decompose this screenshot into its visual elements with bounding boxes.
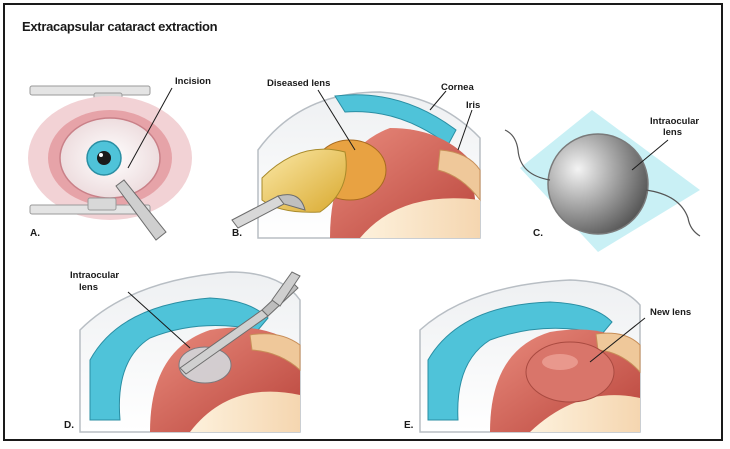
cornea-shape — [334, 94, 457, 146]
scalpel-icon — [115, 179, 167, 241]
panel-letter-d: D. — [64, 420, 74, 431]
label-new-lens: New lens — [650, 307, 691, 318]
label-iol-d-line2: lens — [79, 282, 98, 293]
label-cornea: Cornea — [441, 82, 474, 93]
figure-title: Extracapsular cataract extraction — [22, 19, 218, 34]
panel-letter-e: E. — [404, 420, 414, 431]
label-iol-c-line1: Intraocular — [650, 116, 699, 127]
panel-a: Incision A. — [28, 76, 211, 241]
new-lens-shape — [525, 341, 615, 403]
iol-inserted-icon — [178, 346, 232, 384]
panel-letter-a: A. — [30, 228, 40, 239]
label-iol-d-line1: Intraocular — [70, 270, 119, 281]
label-diseased-lens: Diseased lens — [267, 78, 330, 89]
panel-e: New lens E. — [404, 279, 691, 433]
label-iris: Iris — [466, 100, 480, 111]
panel-letter-b: B. — [232, 228, 242, 239]
iol-haptic-right — [645, 189, 701, 237]
panel-letter-c: C. — [533, 228, 543, 239]
panel-c: Intraocular lens C. — [504, 110, 701, 252]
retractor-top — [29, 85, 151, 96]
label-iol-c-line2: lens — [663, 127, 682, 138]
panel-b: Diseased lens Cornea Iris B. — [231, 78, 481, 239]
iol-haptic-left — [504, 129, 551, 181]
iol-optic-icon — [547, 133, 649, 235]
panel-d: Intraocular lens D. — [64, 270, 301, 433]
label-incision: Incision — [175, 76, 211, 87]
